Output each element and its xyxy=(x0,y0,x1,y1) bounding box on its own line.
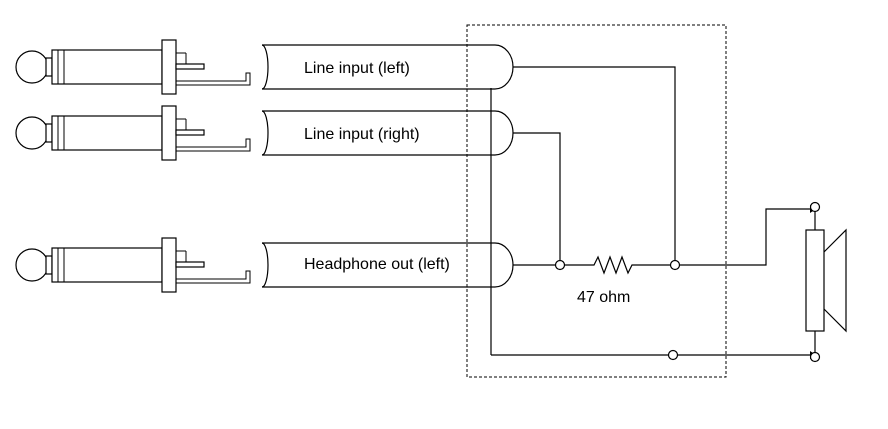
label-line-left: Line input (left) xyxy=(304,60,410,77)
resistor-47-ohm xyxy=(560,255,675,275)
wire-line-right xyxy=(513,132,561,265)
plug-line-right xyxy=(15,105,251,161)
plug-line-left xyxy=(15,39,251,95)
label-headphone-left: Headphone out (left) xyxy=(304,256,450,273)
speaker xyxy=(805,209,847,355)
label-line-right: Line input (right) xyxy=(304,126,420,143)
node-ground-junction xyxy=(667,349,679,361)
plug-headphone-left xyxy=(15,237,251,293)
wire-line-left xyxy=(513,66,676,265)
resistor-label: 47 ohm xyxy=(577,289,630,306)
node-output-junction xyxy=(669,259,681,271)
node-headphone-junction xyxy=(554,259,566,271)
terminal-speaker-positive xyxy=(809,201,821,213)
wire-to-speaker xyxy=(675,208,810,266)
enclosure-box xyxy=(466,24,727,378)
terminal-speaker-negative xyxy=(809,351,821,363)
